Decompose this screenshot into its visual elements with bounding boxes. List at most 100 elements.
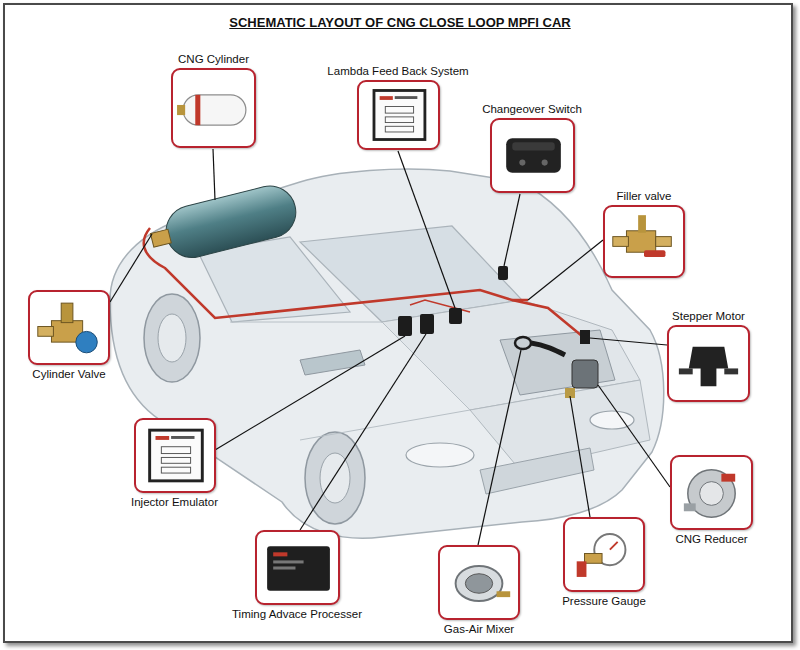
component-callout: Stepper Motor bbox=[667, 310, 750, 402]
component-icon bbox=[195, 95, 200, 125]
component-icon bbox=[721, 474, 735, 482]
component-icon bbox=[679, 368, 693, 374]
component-label: Injector Emulator bbox=[129, 496, 220, 508]
component-photo-frame bbox=[490, 118, 575, 193]
leader-line bbox=[598, 385, 670, 487]
component-icon bbox=[577, 561, 587, 577]
component-icon bbox=[672, 457, 751, 528]
component-label: Cylinder Valve bbox=[28, 368, 110, 380]
component-photo-frame bbox=[134, 418, 216, 493]
component-photo-frame bbox=[563, 517, 645, 592]
component-label: Gas-Air Mixer bbox=[438, 623, 520, 635]
component-callout: Gas-Air Mixer bbox=[438, 545, 520, 635]
component-label: Lambda Feed Back System bbox=[325, 65, 471, 77]
leader-line bbox=[300, 334, 426, 530]
leader-line bbox=[213, 149, 215, 200]
leader-line bbox=[110, 234, 152, 302]
component-icon bbox=[171, 436, 194, 439]
component-icon bbox=[273, 566, 295, 569]
component-icon bbox=[30, 292, 108, 363]
component-icon bbox=[385, 117, 413, 123]
component-photo-frame bbox=[670, 455, 753, 530]
component-photo-frame bbox=[171, 68, 256, 148]
gas-pipe bbox=[512, 299, 528, 302]
component-icon bbox=[613, 237, 629, 247]
leader-lines bbox=[110, 149, 670, 545]
component-photo-frame bbox=[603, 205, 685, 278]
component-icon bbox=[380, 96, 393, 100]
component-icon bbox=[700, 482, 724, 506]
component-icon bbox=[183, 95, 246, 125]
component-icon bbox=[385, 107, 413, 114]
component-icon bbox=[177, 105, 185, 115]
component-callout: Changeover Switch bbox=[480, 103, 584, 193]
component-icon bbox=[512, 142, 555, 150]
component-icon bbox=[465, 574, 492, 594]
component-icon bbox=[610, 542, 618, 550]
component-icon bbox=[669, 327, 748, 400]
component-icon bbox=[150, 430, 203, 481]
component-icon bbox=[257, 532, 338, 603]
component-icon bbox=[136, 420, 214, 491]
car-body bbox=[110, 169, 664, 538]
component-photo-frame bbox=[667, 325, 750, 402]
component-icon bbox=[267, 546, 330, 591]
component-label: Changeover Switch bbox=[480, 103, 584, 115]
component-icon bbox=[492, 120, 573, 191]
component-icon bbox=[38, 327, 54, 337]
component-icon bbox=[161, 467, 190, 473]
component-label: Filler valve bbox=[603, 190, 685, 202]
component-callout: Pressure Gauge bbox=[560, 517, 648, 607]
engine-parts bbox=[398, 266, 598, 398]
component-icon bbox=[656, 237, 672, 247]
component-icon bbox=[440, 547, 518, 618]
component-photo-frame bbox=[255, 530, 340, 605]
component-icon bbox=[542, 160, 548, 166]
component-icon bbox=[385, 126, 413, 132]
component-callout: Injector Emulator bbox=[129, 418, 220, 508]
component-icon bbox=[456, 566, 503, 601]
component-icon bbox=[395, 96, 418, 99]
component-icon bbox=[638, 215, 646, 233]
component-callout: Timing Advace Processer bbox=[230, 530, 364, 620]
leader-line bbox=[504, 194, 520, 266]
component-icon bbox=[585, 554, 603, 564]
component-photo-frame bbox=[357, 80, 440, 150]
gas-pipe bbox=[144, 228, 582, 336]
component-icon bbox=[689, 347, 729, 387]
gas-cylinder-drawing bbox=[146, 181, 301, 267]
leader-line bbox=[478, 350, 521, 545]
component-callout: CNG Reducer bbox=[670, 455, 753, 545]
component-icon bbox=[724, 368, 738, 374]
component-label: CNG Cylinder bbox=[171, 53, 256, 65]
component-callout: Lambda Feed Back System bbox=[325, 65, 471, 150]
component-label: Pressure Gauge bbox=[560, 595, 648, 607]
component-label: CNG Reducer bbox=[670, 533, 753, 545]
component-icon bbox=[76, 331, 97, 352]
component-icon bbox=[161, 447, 190, 454]
component-icon bbox=[156, 436, 170, 440]
component-icon bbox=[519, 160, 525, 166]
component-label: Stepper Motor bbox=[667, 310, 750, 322]
component-icon bbox=[626, 231, 655, 252]
component-icon bbox=[273, 560, 303, 563]
leader-line bbox=[398, 151, 455, 308]
component-photo-frame bbox=[438, 545, 520, 620]
leader-line bbox=[528, 240, 603, 300]
component-icon bbox=[173, 70, 254, 146]
component-icon bbox=[61, 303, 73, 323]
component-icon bbox=[497, 591, 511, 597]
component-callout: CNG Cylinder bbox=[171, 53, 256, 148]
component-icon bbox=[374, 90, 425, 139]
component-icon bbox=[605, 207, 683, 276]
component-icon bbox=[273, 552, 287, 556]
leader-line bbox=[590, 338, 667, 345]
component-icon bbox=[644, 250, 665, 257]
component-callout: Cylinder Valve bbox=[28, 290, 110, 380]
component-callout: Filler valve bbox=[603, 190, 685, 278]
diagram-title: SCHEMATIC LAYOUT OF CNG CLOSE LOOP MPFI … bbox=[0, 15, 800, 30]
component-label: Timing Advace Processer bbox=[230, 608, 364, 620]
component-icon bbox=[684, 503, 696, 511]
leader-line bbox=[570, 396, 590, 517]
